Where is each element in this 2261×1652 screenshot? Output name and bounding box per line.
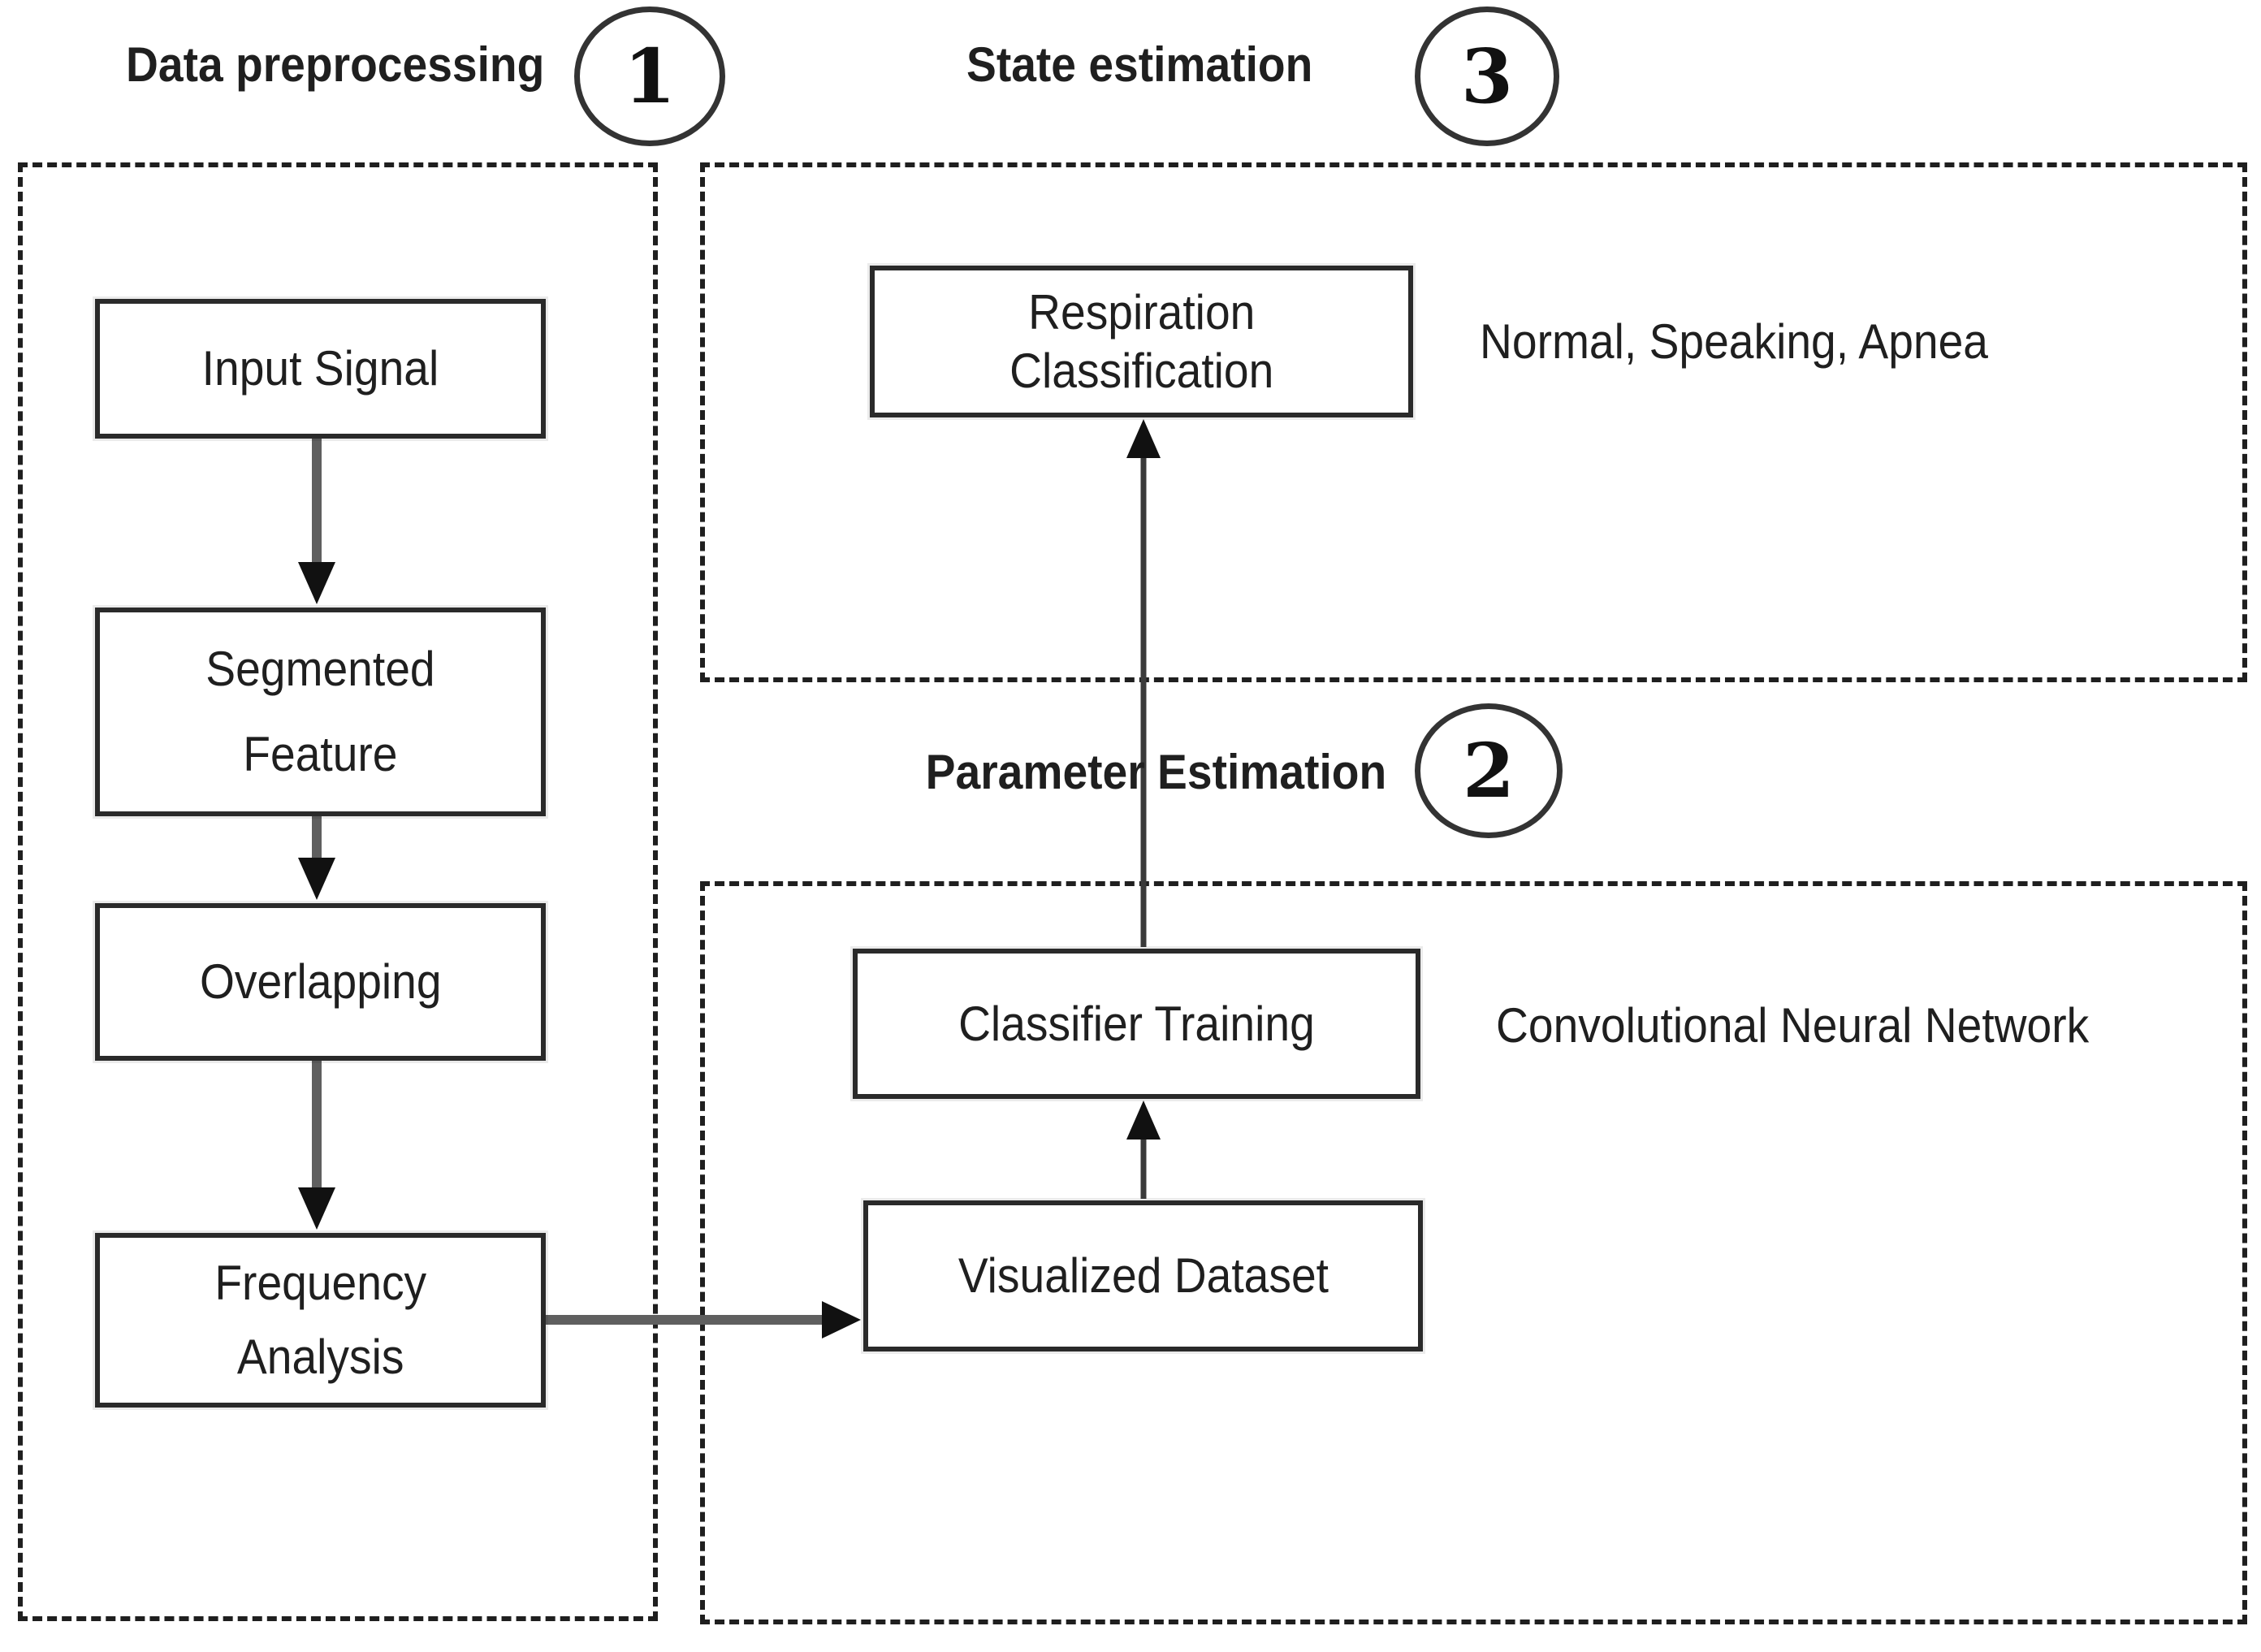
step-circle-1: 1 xyxy=(574,6,725,146)
step-circle-3: 3 xyxy=(1415,6,1559,146)
step-number-3: 3 xyxy=(1460,32,1513,120)
node-visualized-dataset-label: Visualized Dataset xyxy=(958,1248,1329,1303)
node-segmented-feature-line1: Segmented xyxy=(205,641,435,696)
arrow-visualized-to-classifier xyxy=(1126,1101,1161,1199)
node-classifier-training-label: Classifier Training xyxy=(958,996,1315,1051)
node-frequency-analysis-line1: Frequency xyxy=(214,1255,426,1310)
section-title-state-estimation-label: State estimation xyxy=(966,37,1313,92)
step-number-2: 2 xyxy=(1462,727,1515,815)
node-input-signal-label: Input Signal xyxy=(201,341,439,396)
section-title-preprocessing: Data preprocessing xyxy=(126,37,581,93)
step-number-1: 1 xyxy=(623,32,676,120)
node-overlapping: Overlapping xyxy=(95,903,546,1061)
node-classifier-training: Classifier Training xyxy=(853,949,1420,1099)
arrow-overlapping-to-frequency xyxy=(298,1061,335,1230)
preprocessing-boundary xyxy=(18,162,658,1621)
section-title-preprocessing-label: Data preprocessing xyxy=(126,37,545,92)
annotation-respiration-states-text: Normal, Speaking, Apnea xyxy=(1480,314,1988,369)
arrow-classifier-to-respiration xyxy=(1126,419,1161,947)
state-estimation-boundary xyxy=(700,162,2247,682)
arrow-frequency-to-visualized xyxy=(544,1301,861,1338)
node-respiration-classification-line1: Respiration xyxy=(1027,284,1256,339)
node-input-signal: Input Signal xyxy=(95,299,546,439)
annotation-cnn-text: Convolutional Neural Network xyxy=(1496,998,2090,1053)
step-circle-2: 2 xyxy=(1415,703,1563,838)
node-respiration-classification-line2: Classification xyxy=(1009,343,1274,398)
parameter-estimation-boundary xyxy=(700,881,2247,1624)
node-frequency-analysis: Frequency Analysis xyxy=(95,1233,546,1408)
annotation-cnn: Convolutional Neural Network xyxy=(1496,997,2141,1053)
node-frequency-analysis-line2: Analysis xyxy=(236,1330,404,1385)
node-overlapping-label: Overlapping xyxy=(199,954,442,1009)
section-title-state-estimation: State estimation xyxy=(966,37,1342,93)
section-title-parameter-estimation: Parameter Estimation xyxy=(906,744,1387,800)
arrow-segmented-to-overlapping xyxy=(298,816,335,900)
node-segmented-feature: Segmented Feature xyxy=(95,608,546,816)
annotation-respiration-states: Normal, Speaking, Apnea xyxy=(1480,314,2032,370)
node-respiration-classification: Respiration Classification xyxy=(870,266,1413,417)
arrow-input-to-segmented xyxy=(298,439,335,604)
node-segmented-feature-line2: Feature xyxy=(243,727,398,782)
node-visualized-dataset: Visualized Dataset xyxy=(863,1200,1423,1351)
section-title-parameter-estimation-label: Parameter Estimation xyxy=(925,745,1387,799)
